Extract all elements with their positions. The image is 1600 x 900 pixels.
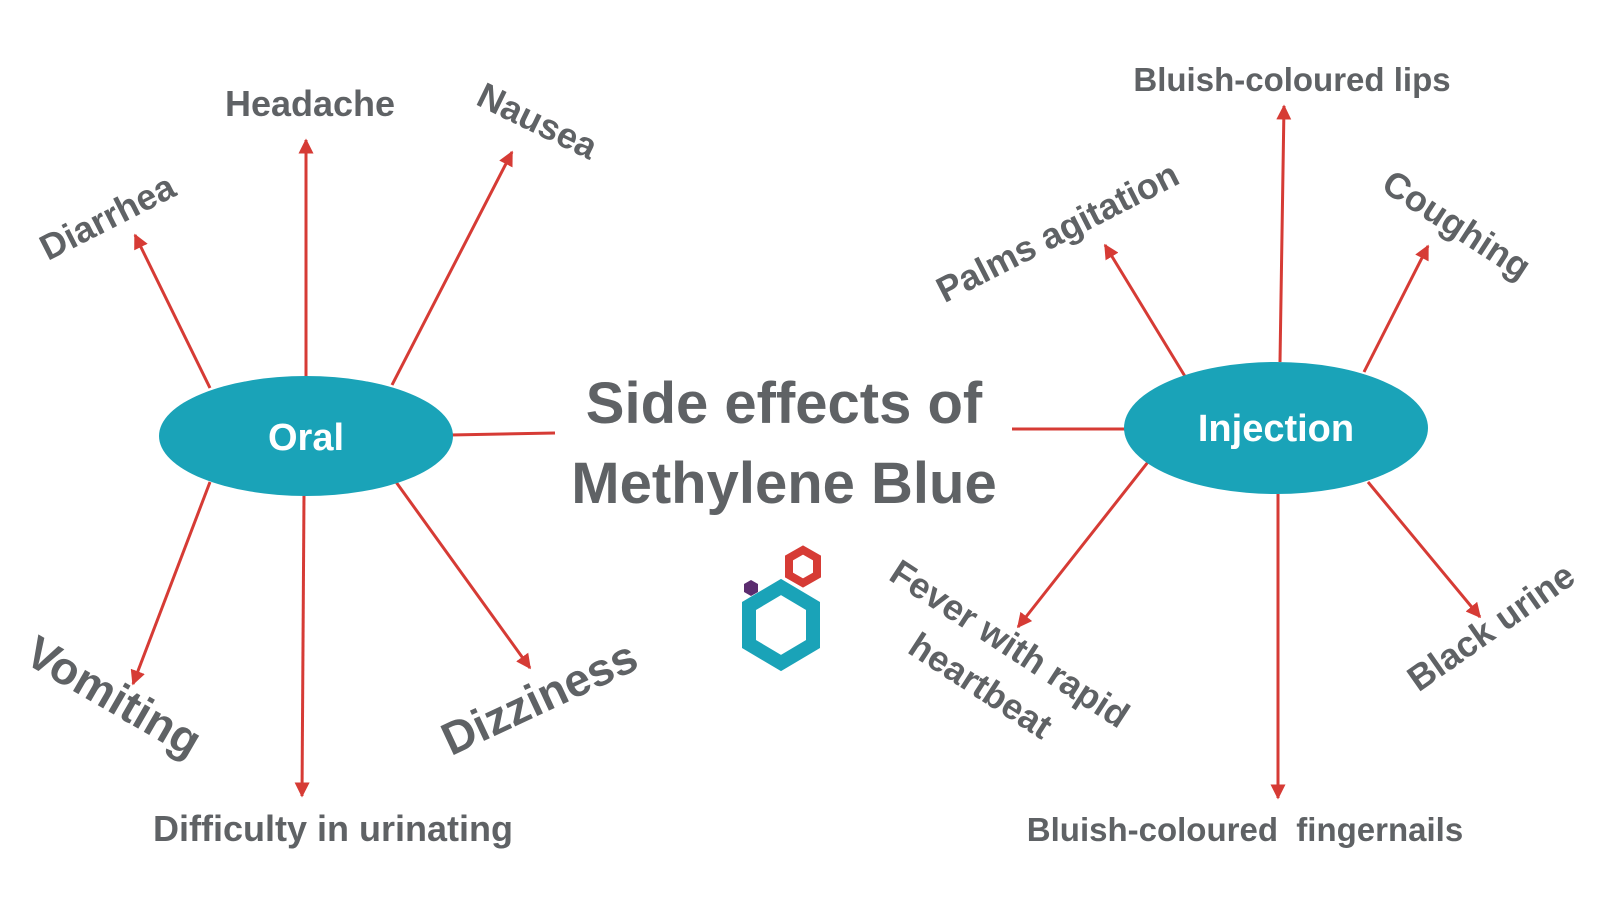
- injection-hub-ellipse: [1124, 362, 1428, 494]
- arrow-bluish-lips: [1276, 104, 1292, 363]
- effect-bluish-fingernails: Bluish-coloured fingernails: [1027, 811, 1463, 848]
- effect-dizziness: Dizziness: [433, 630, 645, 766]
- logo-purple-hexagon: [744, 580, 758, 596]
- arrow-coughing: [1362, 244, 1430, 373]
- injection-arrows: [1012, 104, 1482, 800]
- diagram-title: Side effects of Methylene Blue: [571, 371, 996, 516]
- logo-teal-hexagon: [742, 578, 820, 672]
- arrow-dizziness: [394, 481, 532, 670]
- effect-headache: Headache: [225, 83, 395, 124]
- arrow-difficulty-urinating: [294, 493, 310, 798]
- oral-hub-label: Oral: [268, 417, 344, 459]
- effect-palms-agitation: Palms agitation: [929, 153, 1185, 310]
- injection-hub-label: Injection: [1198, 408, 1354, 450]
- effect-coughing: Coughing: [1375, 162, 1538, 288]
- arrow-black-urine: [1366, 481, 1482, 619]
- arrow-diarrhea: [133, 233, 212, 389]
- arrow-fever: [1016, 461, 1150, 629]
- injection-hub: Injection: [1124, 362, 1428, 494]
- title-line-2: Methylene Blue: [571, 451, 996, 516]
- oral-hub-ellipse: [159, 376, 453, 496]
- effect-black-urine: Black urine: [1400, 554, 1583, 699]
- link-oral-title: [449, 431, 556, 437]
- effect-diarrhea: Diarrhea: [33, 165, 183, 268]
- title-line-1: Side effects of: [586, 371, 983, 436]
- effect-bluish-lips: Bluish-coloured lips: [1133, 61, 1450, 98]
- arrow-vomiting: [130, 481, 212, 686]
- logo-red-hexagon: [785, 545, 821, 588]
- effect-difficulty-urinating: Difficulty in urinating: [153, 808, 513, 849]
- hexagon-molecule-logo-icon: [742, 545, 821, 672]
- oral-hub: Oral: [159, 376, 453, 496]
- oral-arrows: [130, 138, 556, 798]
- arrow-nausea: [390, 150, 514, 386]
- effect-vomiting: Vomiting: [17, 625, 210, 767]
- arrow-palms-agitation: [1103, 243, 1188, 379]
- effect-nausea: Nausea: [471, 74, 605, 167]
